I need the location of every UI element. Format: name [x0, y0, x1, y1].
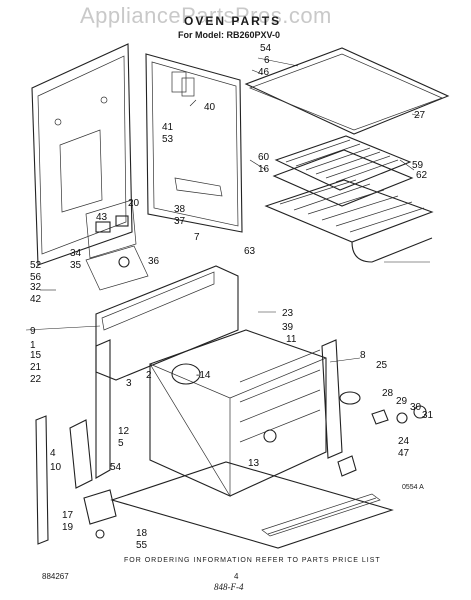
callout: 9: [30, 326, 36, 337]
callout: 60: [258, 152, 270, 163]
callout: 55: [136, 540, 148, 551]
callout: 7: [194, 232, 200, 243]
callout: 47: [398, 448, 410, 459]
callout: 12: [118, 426, 130, 437]
callout: 52: [30, 260, 42, 271]
callout: 38: [174, 204, 186, 215]
callout: 6: [264, 55, 270, 66]
callout: 27: [414, 110, 426, 121]
callout: 63: [244, 246, 256, 257]
callout: 15: [30, 350, 42, 361]
watermark: AppliancePartsPros.com: [80, 3, 332, 28]
callout: 22: [30, 374, 42, 385]
callout: 36: [148, 256, 160, 267]
callouts: 54 6 46 40 41 53 27 60 16 59 62 20 43 38…: [30, 43, 434, 551]
callout: 29: [396, 396, 408, 407]
document-number: 884267: [42, 572, 69, 581]
callout: 46: [258, 67, 270, 78]
handwritten-note: 848-F-4: [214, 582, 244, 592]
callout: 3: [126, 378, 132, 389]
callout: 16: [258, 164, 270, 175]
callout: 31: [422, 410, 434, 421]
callout: 10: [50, 462, 62, 473]
callout: 41: [162, 122, 174, 133]
callout: 56: [30, 272, 42, 283]
callout: 5: [118, 438, 124, 449]
callout: 35: [70, 260, 82, 271]
drawing-code: 0554 A: [402, 484, 424, 491]
callout: 54: [110, 462, 122, 473]
callout: 62: [416, 170, 428, 181]
callout: 24: [398, 436, 410, 447]
callout: 42: [30, 294, 42, 305]
callout: -14: [196, 370, 211, 381]
callout: 23: [282, 308, 294, 319]
side-panel: [145, 53, 243, 233]
callout: 17: [62, 510, 74, 521]
callout: 39: [282, 322, 294, 333]
callout: 25: [376, 360, 388, 371]
light-socket: [337, 391, 427, 477]
callout: 19: [62, 522, 74, 533]
control-bracket: [85, 199, 149, 291]
oven-cavity: [149, 329, 327, 498]
bottom-panel: [110, 461, 394, 549]
callout: 32: [30, 282, 42, 293]
ordering-note: FOR ORDERING INFORMATION REFER TO PARTS …: [124, 557, 381, 564]
callout: 30: [410, 402, 422, 413]
callout: 40: [204, 102, 216, 113]
front-frame: [95, 265, 239, 479]
callout: 21: [30, 362, 42, 373]
callout: 43: [96, 212, 108, 223]
oven-rack: [264, 179, 434, 263]
callout: 11: [286, 334, 297, 345]
callout: 13: [248, 458, 260, 469]
rear-panel: [31, 43, 133, 266]
trim-strip: [321, 339, 343, 459]
callout: 54: [260, 43, 272, 54]
door-hinge: [35, 415, 117, 545]
page-number: 4: [234, 572, 239, 581]
leader-lines: [25, 57, 430, 363]
callout: 8: [360, 350, 366, 361]
callout: 4: [50, 448, 56, 459]
callout: 1: [30, 340, 36, 351]
callout: 37: [174, 216, 186, 227]
top-cover: [244, 47, 450, 135]
model-subtitle: For Model: RB260PXV-0: [178, 30, 281, 40]
callout: 18: [136, 528, 148, 539]
callout: 59: [412, 160, 424, 171]
callout: 28: [382, 388, 394, 399]
callout: 20: [128, 198, 140, 209]
diagram-title: OVEN PARTS: [184, 14, 282, 28]
broiler-pan: [272, 135, 414, 207]
callout: 34: [70, 248, 82, 259]
callout: 2: [146, 370, 152, 381]
callout: 53: [162, 134, 174, 145]
